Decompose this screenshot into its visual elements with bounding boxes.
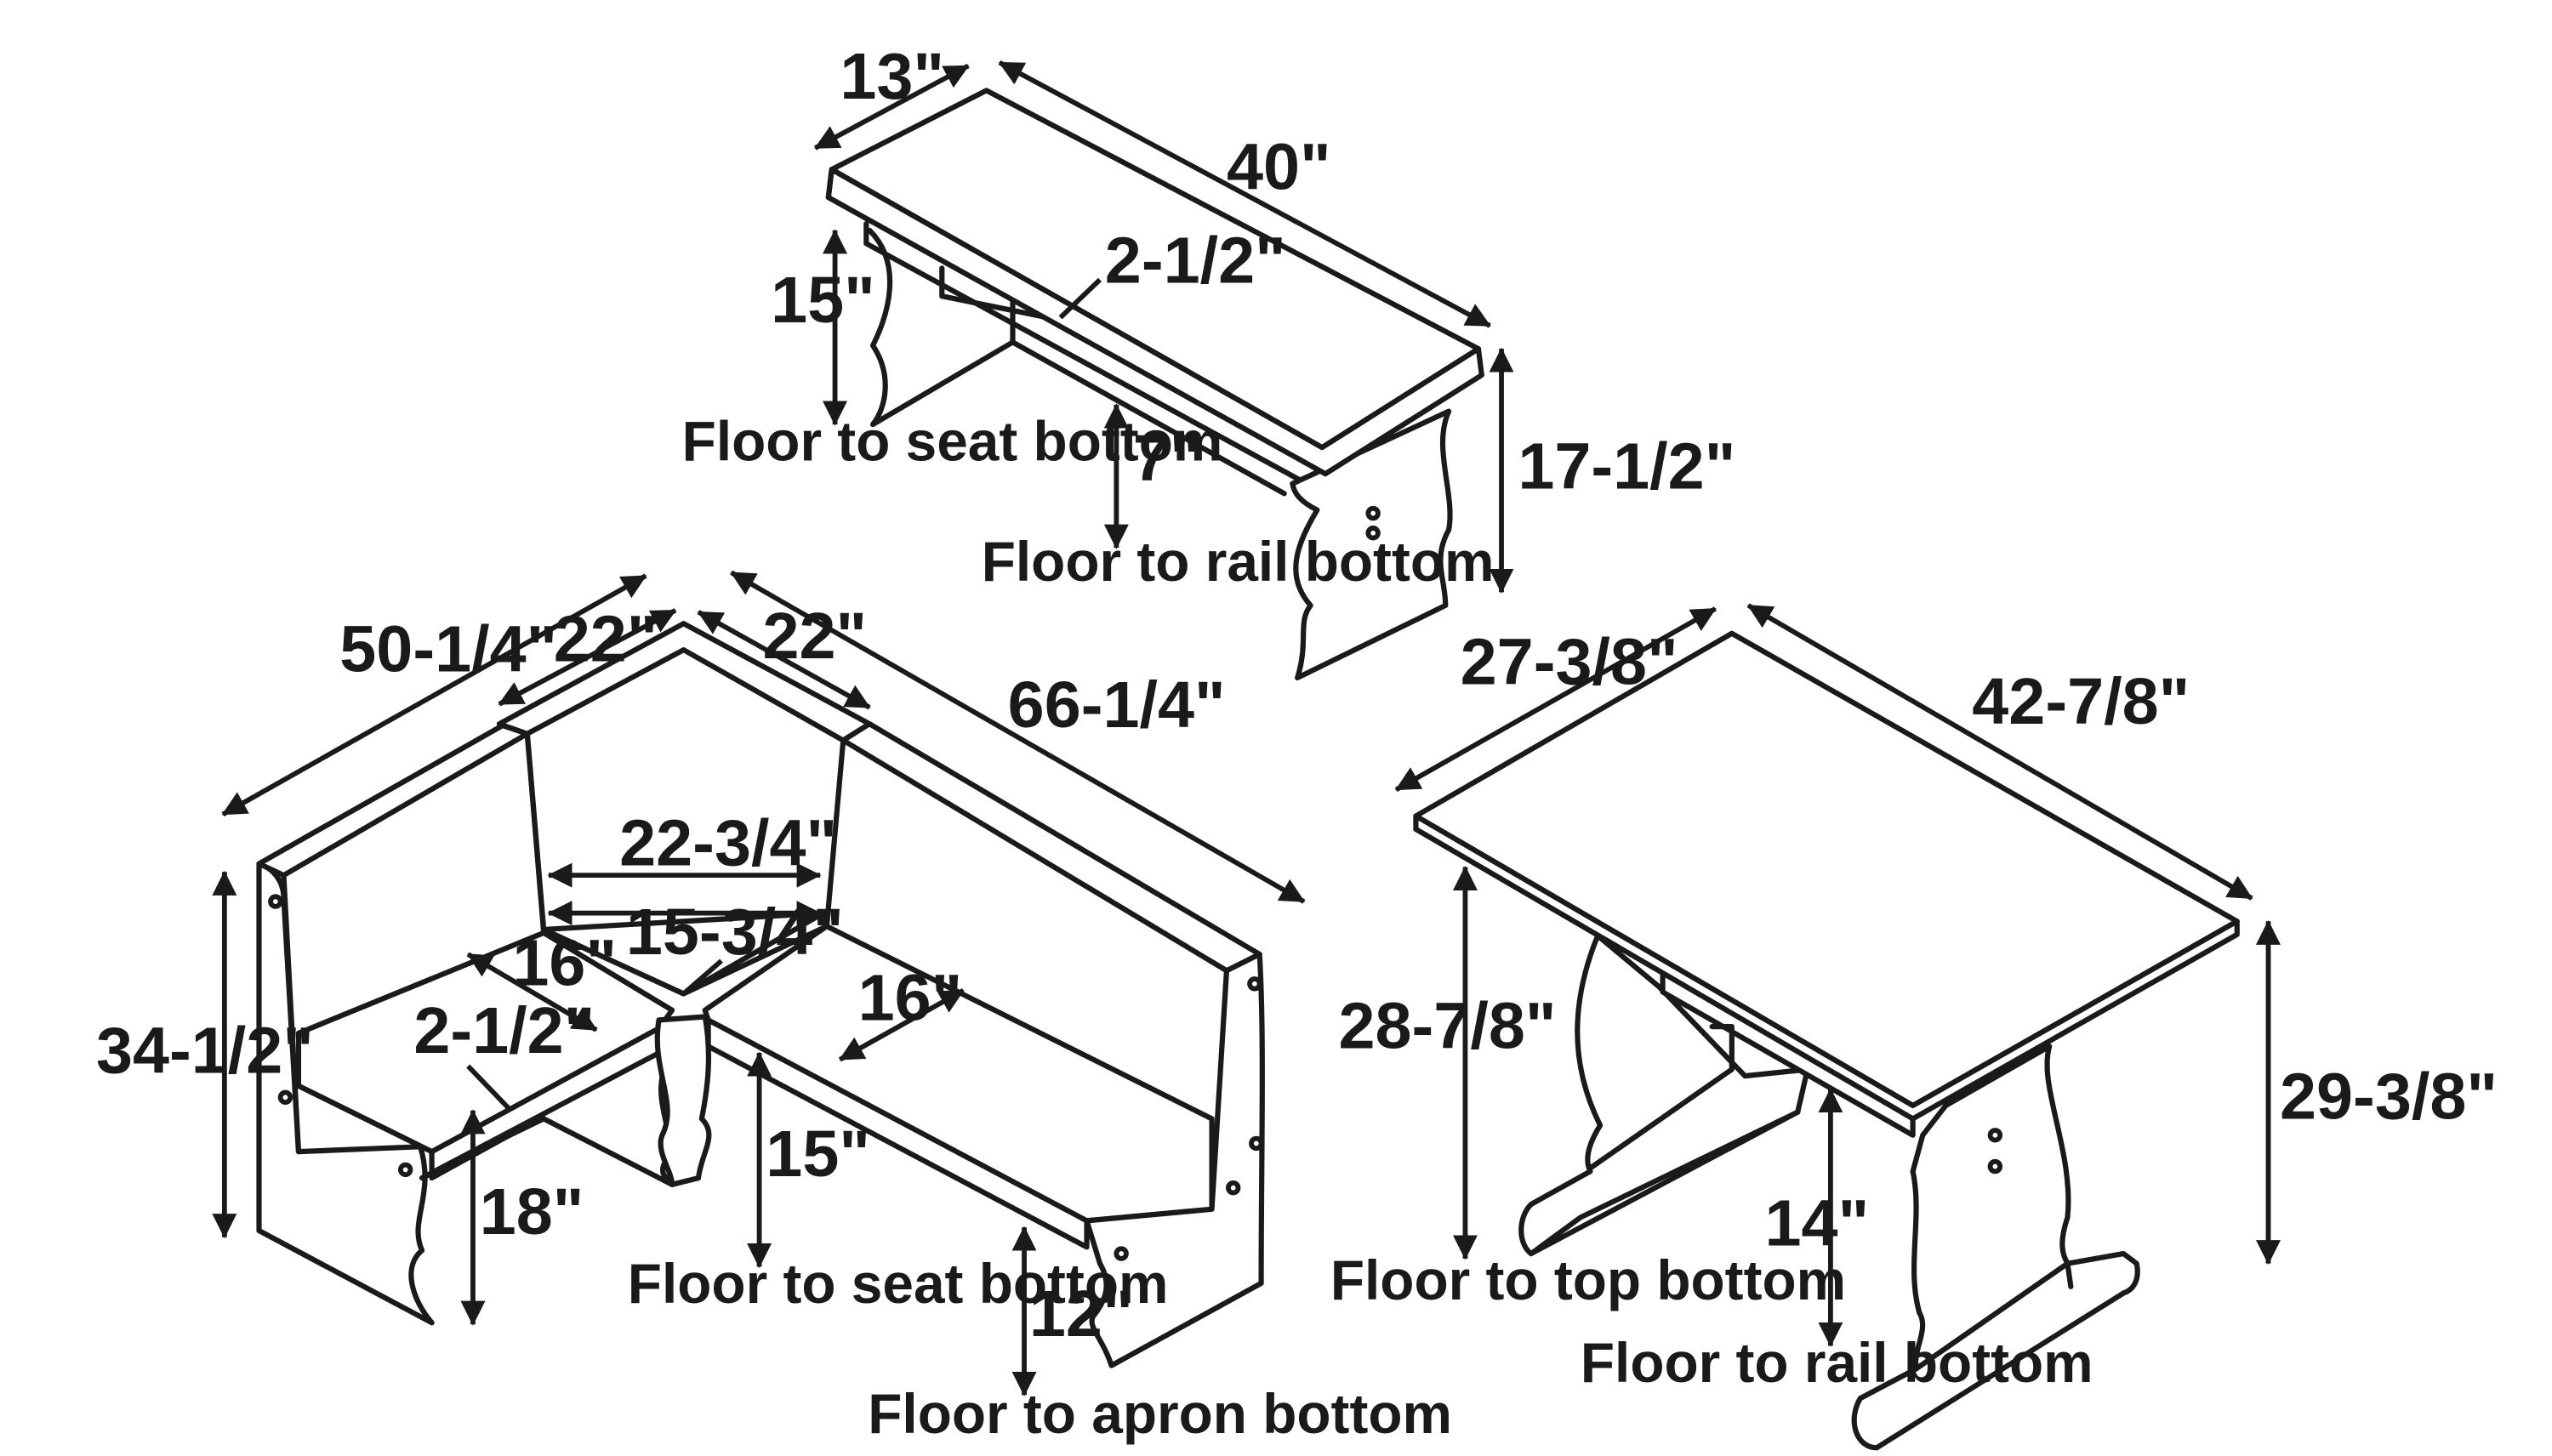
bench-overall-height-label: 17-1/2" — [1518, 430, 1735, 503]
bench-seat-bottom-note: Floor to seat bottom — [682, 410, 1223, 473]
table-rail-bottom-note: Floor to rail bottom — [1581, 1331, 2093, 1394]
table-width-label: 27-3/8" — [1461, 626, 1678, 699]
corner-right-end-panel — [1084, 951, 1265, 1368]
corner-seat-bottom-label: 15" — [766, 1118, 870, 1191]
corner-inner-width-label: 15-3/4" — [626, 896, 844, 969]
table-overall-height-label: 29-3/8" — [2280, 1060, 2498, 1133]
corner-width-right-label: 22" — [762, 600, 867, 673]
table-back-leg — [1518, 935, 1810, 1257]
table-length-arrow — [1746, 603, 2253, 901]
table-top-bottom-note: Floor to top bottom — [1330, 1248, 1846, 1311]
corner-width-left-arrow — [498, 608, 677, 707]
corner-left-length-label: 50-1/4" — [339, 612, 557, 685]
bench-cushion-leader — [1058, 277, 1102, 320]
table-stretcher — [1587, 1024, 1735, 1171]
corner-left-end-panel — [256, 861, 435, 1326]
corner-outer-width-label: 22-3/4" — [619, 807, 837, 880]
corner-inner-leader — [681, 958, 723, 996]
table-width-arrow — [1394, 606, 1717, 793]
table-top-height-label: 28-7/8" — [1339, 989, 1557, 1062]
corner-center-leg — [654, 1014, 712, 1187]
bench-seat-height-label: 15" — [771, 264, 875, 337]
corner-cushion-label: 2-1/2" — [413, 994, 595, 1067]
corner-seat-bottom-note: Floor to seat bottom — [628, 1252, 1169, 1315]
bench-rail-bottom-note: Floor to rail bottom — [982, 530, 1495, 593]
corner-apron-bottom-note: Floor to apron bottom — [868, 1382, 1452, 1445]
corner-seat-height-label: 18" — [480, 1175, 584, 1248]
bench-length-label: 40" — [1227, 130, 1331, 203]
corner-overall-height-label: 34-1/2" — [96, 1014, 314, 1087]
bench-depth-arrow — [813, 63, 970, 151]
bench-depth-label: 13" — [840, 40, 944, 113]
corner-apron-height-label: 12" — [1029, 1277, 1134, 1351]
corner-right-seat-depth-label: 16" — [858, 961, 963, 1034]
table-front-leg — [1851, 1044, 2140, 1451]
bench-cushion-label: 2-1/2" — [1105, 225, 1286, 298]
corner-left-seat-depth-label: 16" — [512, 927, 617, 1000]
table-top-edge — [1413, 813, 2240, 1122]
bench-left-leg — [867, 227, 1016, 428]
bench-length-arrow — [998, 60, 1491, 328]
corner-right-back — [840, 721, 1262, 974]
table-length-label: 42-7/8" — [1972, 665, 2190, 738]
corner-left-seat-depth-arrow — [466, 952, 598, 1032]
corner-right-seat-depth-arrow — [838, 988, 965, 1062]
corner-right-length-label: 66-1/4" — [1008, 668, 1226, 742]
bench-rail-height-label: 7" — [1133, 422, 1201, 495]
corner-left-back — [256, 723, 530, 879]
corner-cushion-leader — [466, 1064, 513, 1112]
corner-right-length-arrow — [730, 570, 1306, 904]
corner-width-left-label: 22" — [554, 603, 658, 676]
table-rail-height-label: 14" — [1765, 1186, 1870, 1260]
